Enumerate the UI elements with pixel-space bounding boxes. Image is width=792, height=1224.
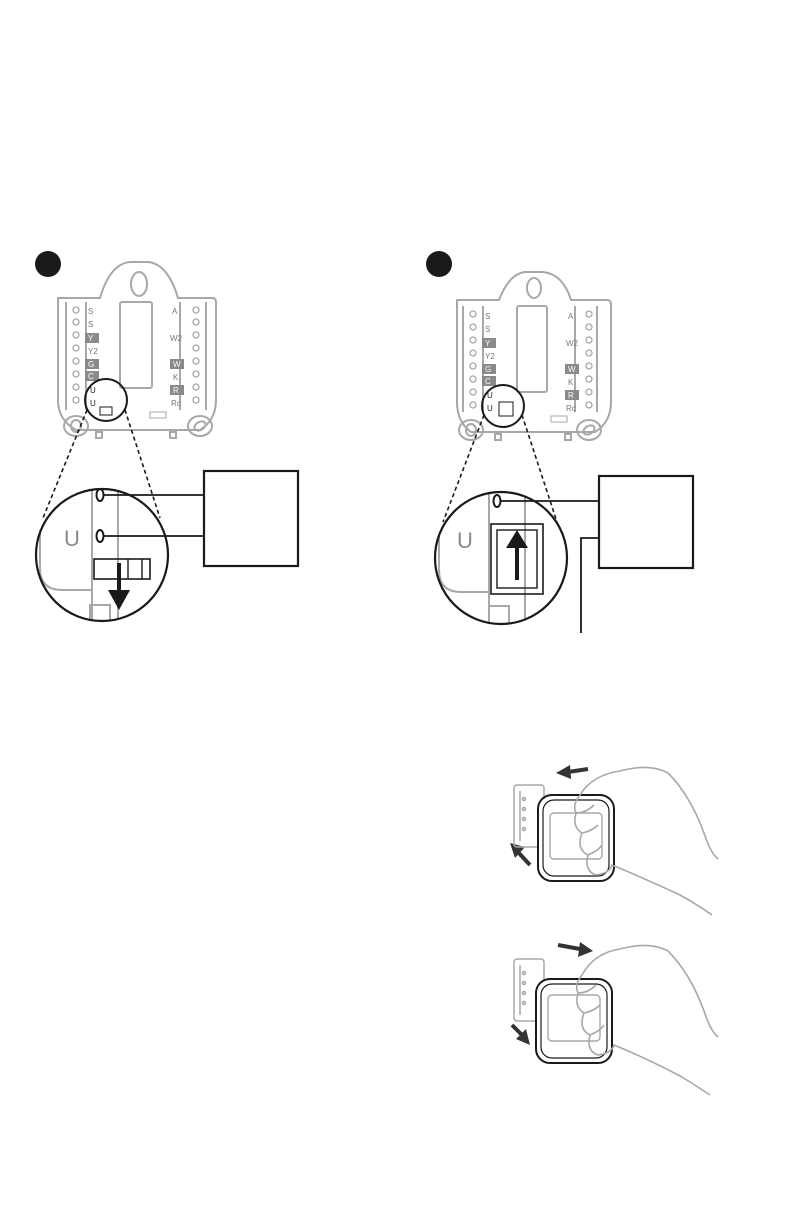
wallplate-diagram-2: S S Y Y2 G C U U A W2 W K R Rc U (425, 250, 715, 640)
terminal-label: S (485, 312, 490, 321)
terminal-label: W (568, 365, 576, 374)
left-terminal-labels: S S Y Y2 G C U U (88, 307, 98, 408)
terminal-label: R (568, 391, 574, 400)
magnified-terminal-label: U (457, 528, 473, 553)
terminal-label: A (172, 307, 178, 316)
equipment-box (204, 471, 298, 566)
equipment-box (599, 476, 693, 568)
plate-slider-switch (100, 407, 112, 415)
wallplate-diagram-1: S S Y Y2 G C U U A W2 W K R Rc U (30, 250, 320, 640)
terminal-label: G (485, 365, 491, 374)
terminal-label: A (568, 312, 574, 321)
left-terminal-labels: S S Y Y2 G C U U (485, 312, 495, 413)
terminal-label: C (485, 377, 491, 386)
terminal-hole-upper (97, 489, 104, 501)
terminal-label: S (88, 320, 93, 329)
terminal-label: U (487, 404, 493, 413)
terminal-label: Y2 (485, 352, 495, 361)
hand-attaching-figure (500, 935, 725, 1100)
arrow-right-icon (578, 942, 593, 957)
terminal-label: Rc (566, 404, 576, 413)
plate-slider-switch (499, 402, 513, 416)
wire-lower (581, 538, 599, 633)
terminal-highlights (482, 338, 579, 400)
arrow-left-icon (556, 765, 571, 779)
terminal-label: W2 (566, 339, 579, 348)
terminal-label: S (485, 325, 490, 334)
left-terminal-screws (73, 307, 79, 403)
terminal-label: Y (485, 339, 491, 348)
magnified-terminal-label: U (64, 526, 80, 551)
terminal-label: K (568, 378, 574, 387)
magnified-view: U (36, 480, 168, 635)
wiring-figure-1: S S Y Y2 G C U U A W2 W K R Rc U (30, 250, 320, 640)
down-arrow-icon (108, 590, 130, 610)
hand-removing-thermostat-icon (500, 755, 725, 920)
terminal-label: Rc (171, 399, 181, 408)
step-bullet (35, 251, 61, 277)
terminal-label: S (88, 307, 93, 316)
wiring-figure-2: S S Y Y2 G C U U A W2 W K R Rc U (425, 250, 715, 640)
hand-removing-figure (500, 755, 725, 920)
terminal-label: C (88, 372, 94, 381)
terminal-label: W2 (170, 334, 183, 343)
terminal-label: G (88, 360, 94, 369)
terminal-label: K (173, 373, 179, 382)
terminal-label: Y2 (88, 347, 98, 356)
terminal-label: R (173, 386, 179, 395)
terminal-hole-lower (97, 530, 104, 542)
step-bullet (426, 251, 452, 277)
terminal-hole-upper (494, 495, 501, 507)
right-terminal-screws (586, 311, 592, 408)
wallplate-outline (58, 262, 216, 438)
terminal-label: Y (88, 334, 94, 343)
terminal-label: W (173, 360, 181, 369)
terminal-label: U (90, 386, 96, 395)
terminal-label: U (90, 399, 96, 408)
hand-attaching-thermostat-icon (500, 935, 725, 1100)
right-terminal-screws (193, 307, 199, 403)
magnified-view: U (435, 482, 567, 636)
left-terminal-screws (470, 311, 476, 408)
